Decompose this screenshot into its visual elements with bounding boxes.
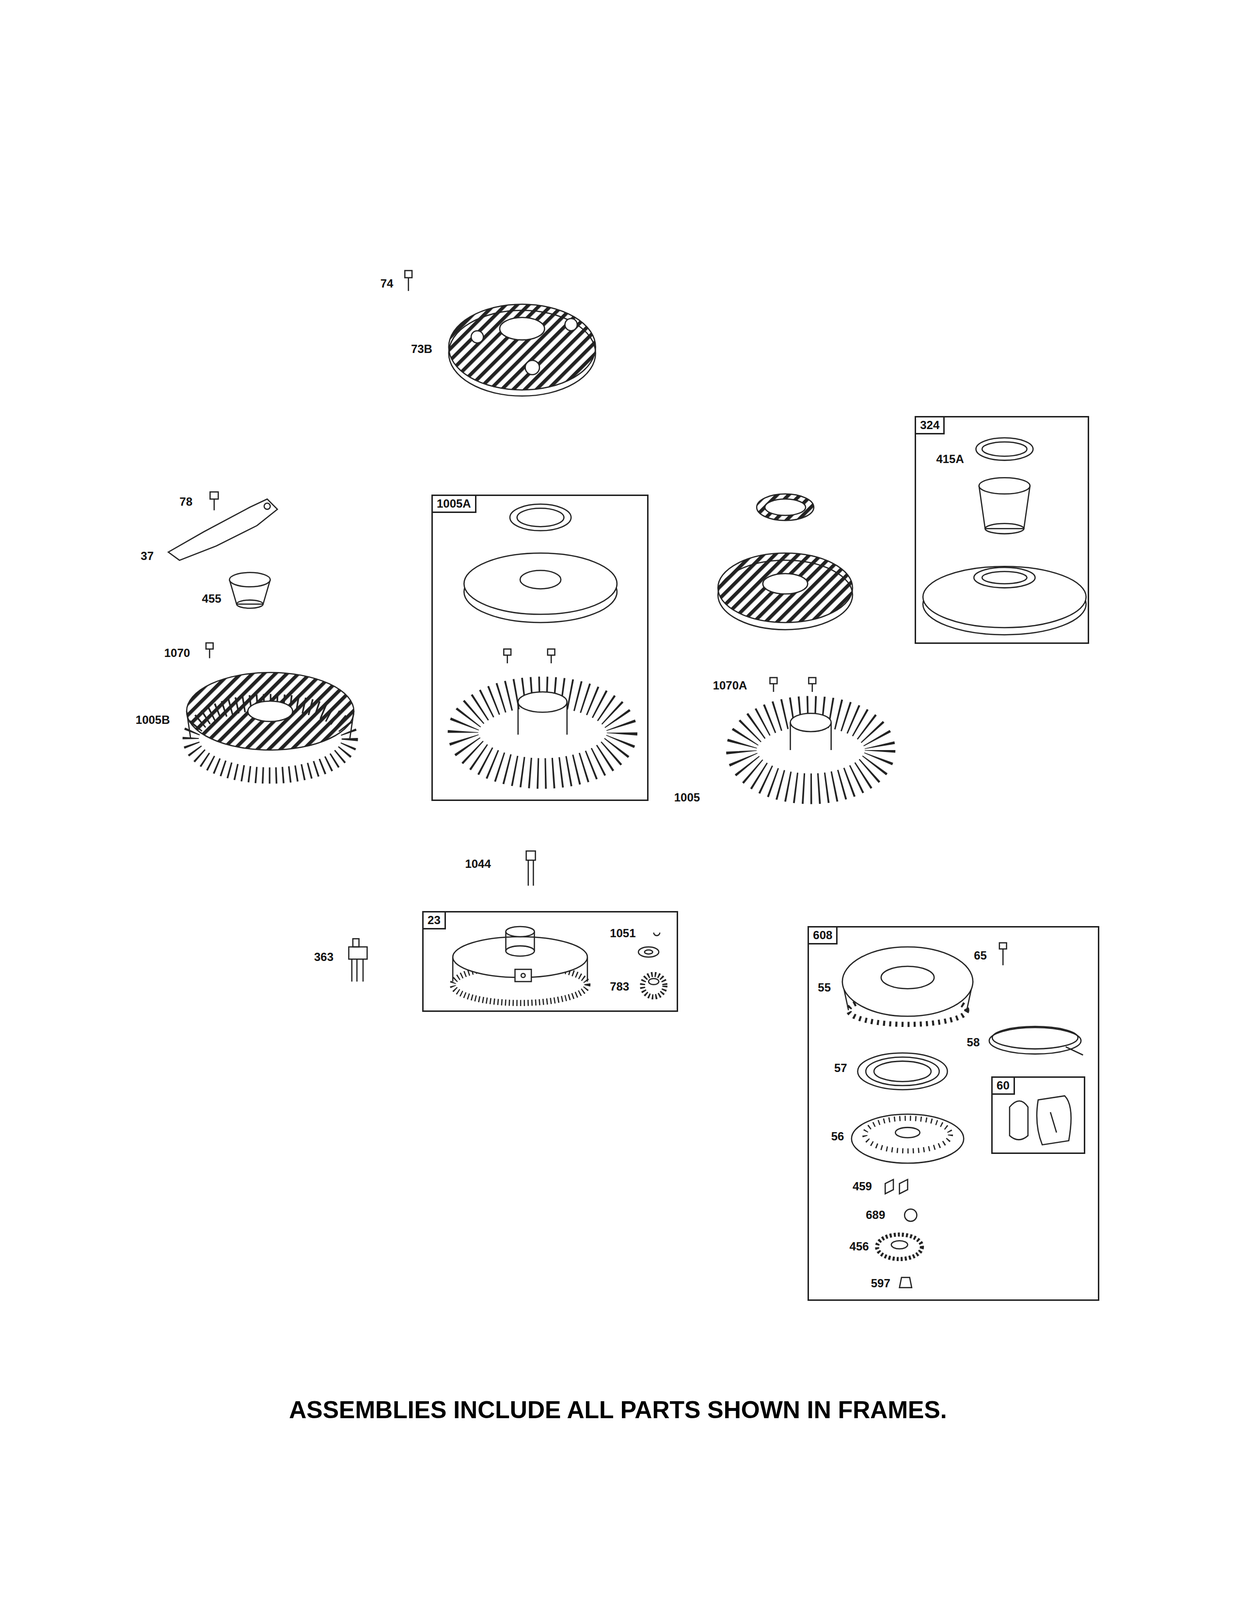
callout-number: 78 xyxy=(179,494,193,509)
callout-number: 1051 xyxy=(609,926,636,940)
callout-number: 65 xyxy=(973,948,987,963)
callout-number: 1070 xyxy=(164,646,191,660)
callout-number: 783 xyxy=(609,979,630,994)
fan-kit xyxy=(462,504,622,774)
callout-number: 459 xyxy=(852,1179,872,1193)
screen-cup xyxy=(229,572,270,609)
callout-number: 56 xyxy=(831,1129,845,1143)
callout-number: 1005B xyxy=(135,713,171,727)
callout-number: 1070A xyxy=(713,678,748,693)
assembly-frame: 324 415A xyxy=(914,415,1090,644)
callout-number: 58 xyxy=(966,1035,981,1049)
fan-cover xyxy=(717,493,881,789)
callout-number: 73B xyxy=(411,342,433,356)
callout-number: 455 xyxy=(202,591,222,606)
frame-number: 608 xyxy=(808,927,838,945)
screw xyxy=(206,642,214,659)
assembly-frame: 1005A xyxy=(431,494,649,801)
callout-number: 37 xyxy=(140,549,154,563)
frame-number: 324 xyxy=(916,417,945,435)
flywheel-bolt xyxy=(526,850,536,886)
callout-number: 74 xyxy=(380,276,394,291)
callout-number: 363 xyxy=(314,950,334,964)
bolt xyxy=(404,270,412,291)
callout-number: 415A xyxy=(935,452,964,466)
callout-number: 55 xyxy=(817,980,831,995)
screen-kit xyxy=(922,437,1087,635)
caption: ASSEMBLIES INCLUDE ALL PARTS SHOWN IN FR… xyxy=(288,1394,947,1425)
flywheel xyxy=(452,926,666,1003)
callout-number: 1044 xyxy=(464,856,491,871)
callout-number: 689 xyxy=(865,1207,886,1222)
blower-cover xyxy=(448,303,596,396)
assembly-frame: 608 65 55 58 57 56 459 689 456 597 60 xyxy=(807,925,1100,1300)
air-guide xyxy=(168,491,278,561)
assembly-frame: 23 1051 783 xyxy=(422,910,679,1012)
armature-bracket xyxy=(348,938,368,982)
flywheel-fan xyxy=(186,672,354,776)
callout-number: 456 xyxy=(849,1239,870,1253)
rewind-starter xyxy=(842,942,1084,1288)
frame-number: 1005A xyxy=(432,495,477,513)
callout-number: 597 xyxy=(871,1276,891,1290)
callout-number: 57 xyxy=(834,1061,848,1075)
assembly-frame: 60 xyxy=(991,1076,1086,1154)
callout-number: 1005 xyxy=(674,790,700,805)
frame-number: 60 xyxy=(992,1077,1015,1095)
frame-number: 23 xyxy=(423,912,446,930)
